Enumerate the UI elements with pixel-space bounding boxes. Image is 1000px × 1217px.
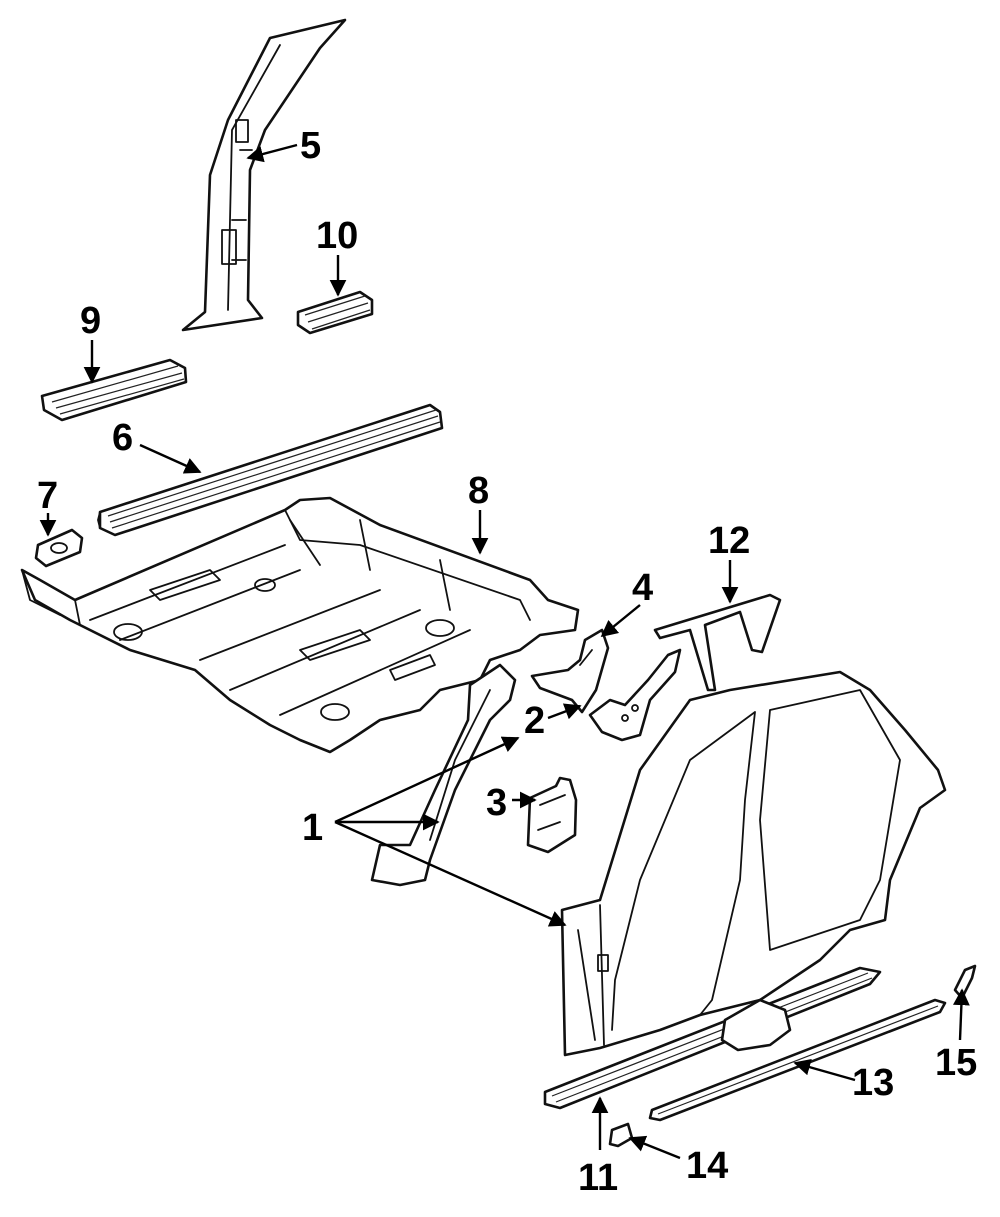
part-11-lower-sill: [543, 966, 882, 1110]
callout-14: 14: [686, 1145, 728, 1187]
callout-15: 15: [935, 1042, 977, 1084]
callout-1: 1: [302, 807, 323, 849]
callout-9: 9: [80, 300, 101, 342]
callout-2: 2: [524, 700, 545, 742]
callout-3: 3: [486, 782, 507, 824]
part-9-sill-reinforcement: [40, 358, 188, 422]
part-12-brace: [653, 593, 782, 692]
callout-10: 10: [316, 215, 358, 257]
part-3-bracket: [526, 776, 578, 854]
callout-7: 7: [37, 475, 58, 517]
callout-13: 13: [852, 1062, 894, 1104]
part-14-clip: [608, 1122, 634, 1148]
part-2-support: [588, 648, 682, 742]
callout-4: 4: [632, 567, 653, 609]
part-1-hinge-pillar: [370, 663, 517, 887]
callout-5: 5: [300, 125, 321, 167]
part-7-plug: [34, 528, 84, 568]
part-10-sill-section: [296, 290, 374, 335]
part-5-center-pillar: [181, 18, 347, 332]
side-frame: [560, 670, 947, 1057]
callout-8: 8: [468, 470, 489, 512]
callout-6: 6: [112, 417, 133, 459]
callout-11: 11: [578, 1157, 618, 1199]
part-8-floor-pan: [20, 496, 580, 754]
leader-lines: [39, 143, 970, 1160]
part-6-rocker-panel: [97, 403, 444, 537]
part-15-retainer: [953, 964, 977, 1000]
part-4-bracket: [530, 628, 610, 714]
callout-12: 12: [708, 520, 750, 562]
